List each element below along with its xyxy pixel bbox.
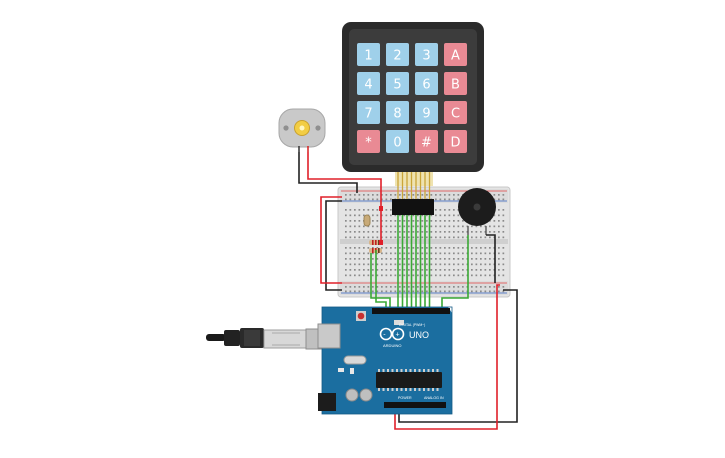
- arduino-logo: - +: [379, 327, 405, 341]
- keypad-key-label: A: [451, 49, 460, 64]
- keypad-key-label: 1: [364, 49, 372, 64]
- keypad-key-label: 9: [422, 107, 430, 122]
- analog-header-label: ANALOG IN: [424, 396, 444, 400]
- keypad-key-label: 4: [364, 78, 372, 93]
- keypad-key-6[interactable]: 6: [415, 72, 438, 95]
- led[interactable]: [363, 214, 371, 227]
- arduino-brand-label: ARDUINO: [383, 343, 401, 348]
- keypad-key-label: *: [365, 136, 372, 151]
- keypad-key-8[interactable]: 8: [386, 101, 409, 124]
- arduino-board[interactable]: - + UNO ARDUINO DIGITAL (PWM~) POWER ANA…: [317, 306, 453, 415]
- dc-motor[interactable]: [278, 108, 326, 152]
- svg-text:+: +: [396, 332, 400, 339]
- keypad-key-*[interactable]: *: [357, 130, 380, 153]
- keypad-key-label: 3: [422, 49, 430, 64]
- svg-text:-: -: [383, 332, 386, 339]
- keypad-key-label: 5: [393, 78, 401, 93]
- keypad-key-0[interactable]: 0: [386, 130, 409, 153]
- keypad-key-label: 7: [364, 107, 372, 122]
- keypad[interactable]: 1 2 3 A 4 5 6 B 7 8 9 C * 0 # D: [342, 22, 484, 172]
- keypad-key-label: 2: [393, 49, 401, 64]
- keypad-keys: 1 2 3 A 4 5 6 B 7 8 9 C * 0 # D: [357, 43, 467, 153]
- keypad-connector: [392, 172, 434, 215]
- digital-header-label: DIGITAL (PWM~): [399, 323, 425, 327]
- signal-wires: [370, 215, 469, 313]
- keypad-key-C[interactable]: C: [444, 101, 467, 124]
- keypad-key-7[interactable]: 7: [357, 101, 380, 124]
- keypad-key-9[interactable]: 9: [415, 101, 438, 124]
- chip-pins: [378, 369, 439, 391]
- keypad-key-5[interactable]: 5: [386, 72, 409, 95]
- keypad-key-2[interactable]: 2: [386, 43, 409, 66]
- power-header-label: POWER: [398, 396, 412, 400]
- keypad-key-D[interactable]: D: [444, 130, 467, 153]
- piezo-buzzer[interactable]: [458, 188, 496, 235]
- keypad-key-#[interactable]: #: [415, 130, 438, 153]
- keypad-key-label: B: [451, 78, 460, 93]
- keypad-key-3[interactable]: 3: [415, 43, 438, 66]
- keypad-key-label: D: [450, 136, 460, 151]
- keypad-key-A[interactable]: A: [444, 43, 467, 66]
- arduino-model-label: UNO: [409, 330, 429, 340]
- keypad-key-label: 0: [393, 136, 401, 151]
- keypad-key-B[interactable]: B: [444, 72, 467, 95]
- keypad-key-label: C: [451, 107, 460, 122]
- keypad-key-label: 8: [393, 107, 401, 122]
- keypad-key-1[interactable]: 1: [357, 43, 380, 66]
- keypad-key-label: 6: [422, 78, 430, 93]
- keypad-key-label: #: [421, 136, 432, 151]
- resistor-1[interactable]: [369, 240, 382, 245]
- wire-markers: [379, 206, 383, 245]
- usb-cable[interactable]: [206, 328, 327, 350]
- keypad-key-4[interactable]: 4: [357, 72, 380, 95]
- ground-wires: [298, 152, 518, 423]
